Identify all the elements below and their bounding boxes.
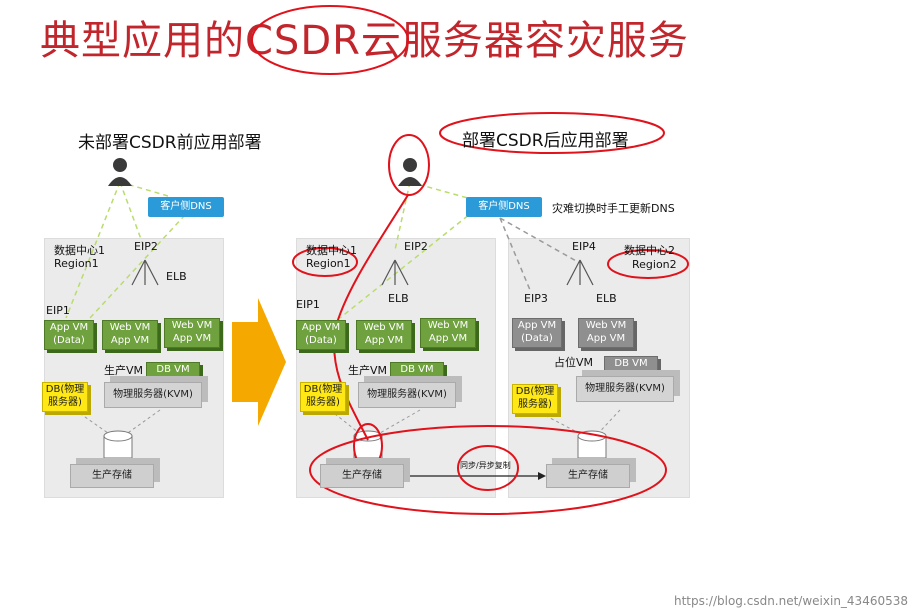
after-web-vm-1: Web VM App VM (356, 320, 412, 350)
replication-label: 同步/异步复制 (460, 461, 511, 470)
after-eip4-label: EIP4 (572, 240, 596, 253)
after-db-physical: DB(物理 服务器) (300, 382, 346, 412)
after-dc2-label: 数据中心2 (624, 244, 675, 257)
after-app-vm-dr: App VM (Data) (512, 318, 562, 348)
page-title: 典型应用的CSDR云服务器容灾服务 (40, 18, 689, 64)
before-db-vm: DB VM (146, 362, 200, 378)
after-dc1-label: 数据中心1 (306, 244, 357, 257)
after-dns-box: 客户侧DNS (466, 197, 542, 217)
before-elb-label: ELB (166, 270, 187, 283)
before-db-physical: DB(物理 服务器) (42, 382, 88, 412)
after-elb2-label: ELB (596, 292, 617, 305)
transition-arrow (232, 298, 286, 426)
after-region1-label: Region1 (306, 257, 351, 270)
after-eip3-label: EIP3 (524, 292, 548, 305)
after-physical-server-dr: 物理服务器(KVM) (576, 376, 674, 402)
before-eip2-label: EIP2 (134, 240, 158, 253)
after-dns-note: 灾难切换时手工更新DNS (552, 202, 675, 215)
before-dc-label: 数据中心1 (54, 244, 105, 257)
before-prod-vm-label: 生产VM (104, 364, 144, 377)
placeholder-vm-label: 占位VM (554, 356, 594, 369)
after-physical-server: 物理服务器(KVM) (358, 382, 456, 408)
watermark: https://blog.csdn.net/weixin_43460538 (673, 594, 908, 608)
before-app-vm: App VM (Data) (44, 320, 94, 350)
before-eip1-label: EIP1 (46, 304, 70, 317)
before-region-label: Region1 (54, 257, 99, 270)
before-web-vm-2: Web VM App VM (164, 318, 220, 348)
before-storage: 生产存储 (70, 464, 154, 488)
after-storage-1: 生产存储 (320, 464, 404, 488)
after-db-vm-dr: DB VM (604, 356, 658, 372)
after-db-physical-dr: DB(物理 服务器) (512, 384, 558, 414)
before-web-vm-1: Web VM App VM (102, 320, 158, 350)
after-web-vm-2: Web VM App VM (420, 318, 476, 348)
after-prod-vm-label: 生产VM (348, 364, 388, 377)
before-physical-server: 物理服务器(KVM) (104, 382, 202, 408)
after-eip2-label: EIP2 (404, 240, 428, 253)
after-web-vm-dr: Web VM App VM (578, 318, 634, 348)
after-eip1-label: EIP1 (296, 298, 320, 311)
after-db-vm: DB VM (390, 362, 444, 378)
after-elb-label: ELB (388, 292, 409, 305)
after-storage-2: 生产存储 (546, 464, 630, 488)
after-app-vm: App VM (Data) (296, 320, 346, 350)
before-heading: 未部署CSDR前应用部署 (78, 133, 262, 153)
before-dns-box: 客户侧DNS (148, 197, 224, 217)
after-region2-label: Region2 (632, 258, 677, 271)
after-heading: 部署CSDR后应用部署 (462, 131, 629, 151)
